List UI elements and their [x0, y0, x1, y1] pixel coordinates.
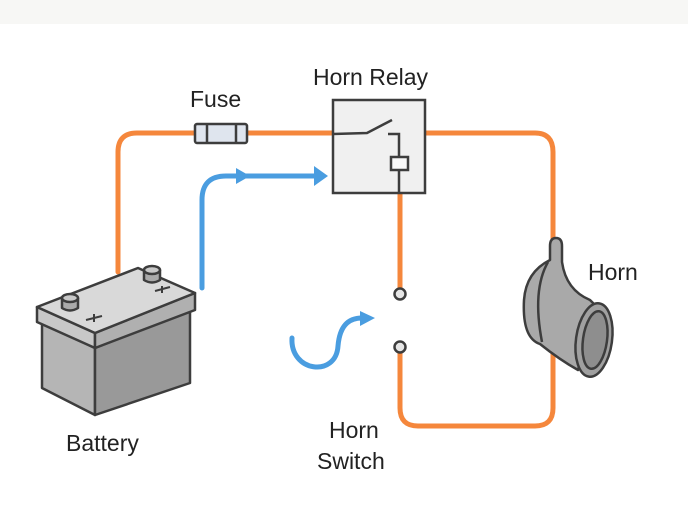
battery-icon [35, 264, 197, 417]
fuse-icon [193, 122, 249, 145]
switch-label-line2: Switch [317, 448, 385, 474]
top-band [0, 0, 688, 24]
control-signal-path [199, 173, 321, 291]
relay-label: Horn Relay [313, 64, 429, 90]
wire-horn-to-switch [397, 342, 556, 429]
wire-relay-to-horn [422, 130, 556, 248]
relay-icon [331, 98, 427, 195]
fuse-label: Fuse [190, 86, 241, 112]
arrow-icon [314, 166, 328, 186]
horn-icon [522, 236, 614, 378]
arrow-icon [236, 168, 250, 184]
wire-battery-to-fuse [115, 130, 199, 275]
battery-label: Battery [66, 430, 139, 456]
switch-action-arrow [289, 315, 365, 370]
horn-label: Horn [588, 259, 638, 285]
switch-icon[interactable] [393, 287, 407, 354]
arrow-icon [360, 311, 375, 326]
switch-label-line1: Horn [329, 417, 379, 443]
